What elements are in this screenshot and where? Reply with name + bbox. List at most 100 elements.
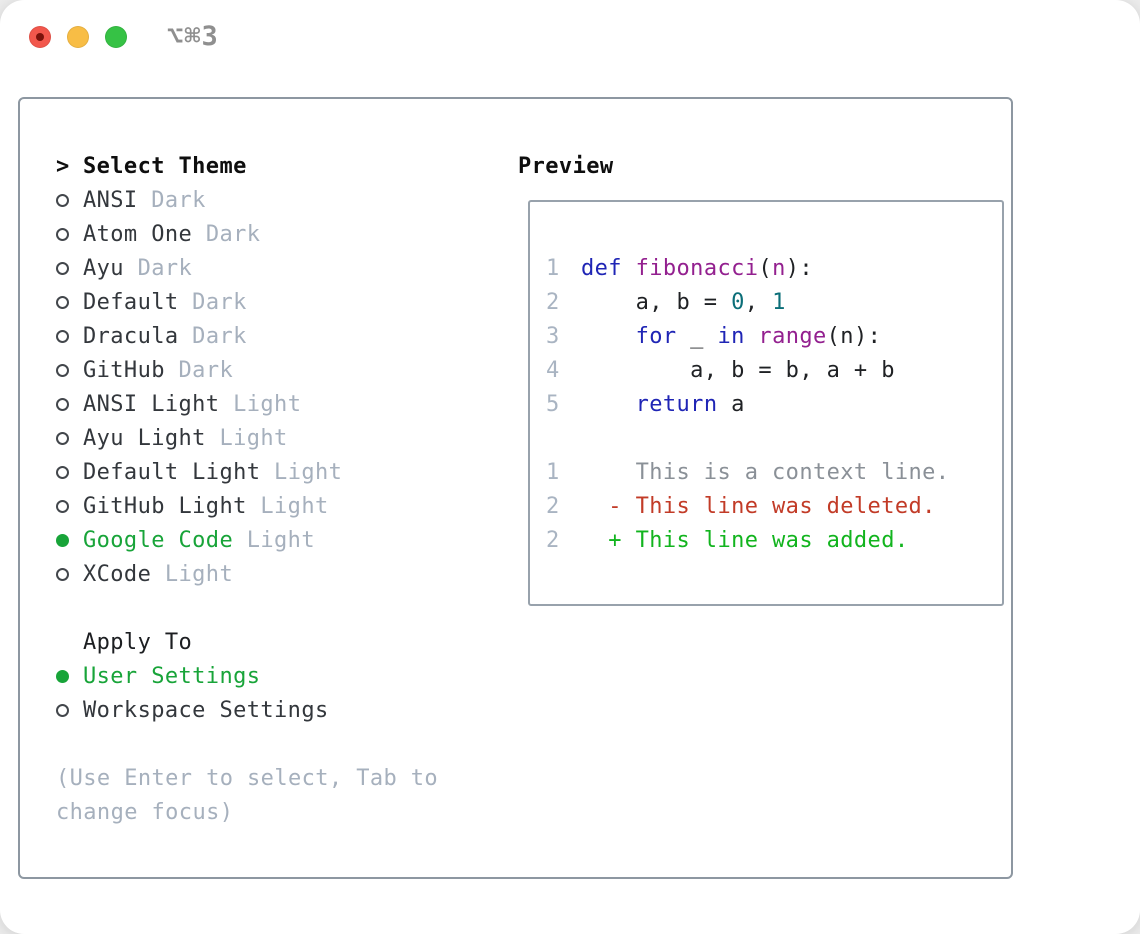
theme-variant-tag: Dark <box>178 357 234 383</box>
theme-variant-tag: Dark <box>151 187 206 213</box>
diff-line-added: 2 + This line was added. <box>546 523 1002 557</box>
radio-selected-icon <box>56 669 69 683</box>
line-number: 1 <box>546 459 560 485</box>
code-line: 3 for _ in range(n): <box>546 319 1002 353</box>
code-token: 0 <box>731 289 745 315</box>
code-line: 2 a, b = 0, 1 <box>546 285 1002 319</box>
theme-option-ansi-light[interactable]: ANSI Light Light <box>56 387 508 421</box>
code-token: return <box>635 391 718 417</box>
theme-name: GitHub Light <box>83 493 261 519</box>
radio-icon <box>56 329 69 343</box>
theme-name: Default <box>83 289 193 315</box>
code-token <box>745 324 759 349</box>
radio-icon <box>56 397 69 411</box>
close-button[interactable] <box>29 26 51 48</box>
diff-text: This is a context line. <box>581 459 950 485</box>
theme-list-heading: > Select Theme <box>56 149 508 183</box>
line-number: 2 <box>546 493 560 519</box>
radio-icon <box>56 193 69 207</box>
radio-icon <box>56 431 69 445</box>
radio-icon <box>56 363 69 377</box>
apply-option-user-settings[interactable]: User Settings <box>56 659 508 693</box>
theme-option-default[interactable]: Default Dark <box>56 285 508 319</box>
theme-name: Google Code <box>83 527 247 553</box>
theme-option-ayu-light[interactable]: Ayu Light Light <box>56 421 508 455</box>
code-token: a <box>717 391 745 417</box>
theme-option-dracula[interactable]: Dracula Dark <box>56 319 508 353</box>
minimize-button[interactable] <box>67 26 89 48</box>
theme-variant-tag: Light <box>274 459 343 485</box>
theme-list-title: Select Theme <box>83 153 247 179</box>
radio-icon <box>56 227 69 241</box>
radio-selected-icon <box>56 533 69 547</box>
theme-name: GitHub <box>83 357 179 383</box>
theme-option-xcode[interactable]: XCode Light <box>56 557 508 591</box>
radio-icon <box>56 295 69 309</box>
theme-variant-tag: Light <box>260 493 329 519</box>
radio-icon <box>56 567 69 581</box>
theme-variant-tag: Dark <box>137 255 193 281</box>
apply-option-label: Workspace Settings <box>83 697 329 723</box>
theme-name: Ayu Light <box>83 425 220 451</box>
window-title: ⌥⌘3 <box>167 21 219 52</box>
theme-option-google-code[interactable]: Google Code Light <box>56 523 508 557</box>
theme-option-atom-one[interactable]: Atom One Dark <box>56 217 508 251</box>
code-token: in <box>717 323 745 349</box>
line-number: 4 <box>546 357 560 383</box>
code-token: a, b = b, a + b <box>581 357 895 383</box>
code-token: , <box>744 289 773 315</box>
help-text: (Use Enter to select, Tab to change focus… <box>56 761 508 829</box>
line-number: 1 <box>546 255 560 281</box>
theme-name: Atom One <box>83 221 206 247</box>
theme-option-default-light[interactable]: Default Light Light <box>56 455 508 489</box>
theme-name: XCode <box>83 561 165 587</box>
theme-option-ansi[interactable]: ANSI Dark <box>56 183 508 217</box>
zoom-button[interactable] <box>105 26 127 48</box>
radio-icon <box>56 465 69 479</box>
apply-to-title: Apply To <box>83 629 193 655</box>
apply-option-workspace-settings[interactable]: Workspace Settings <box>56 693 508 727</box>
radio-icon <box>56 499 69 513</box>
theme-option-ayu[interactable]: Ayu Dark <box>56 251 508 285</box>
theme-name: Ayu <box>83 255 138 281</box>
diff-line-context: 1 This is a context line. <box>546 455 1002 489</box>
line-number: 2 <box>546 527 560 553</box>
code-token <box>622 256 636 281</box>
focus-marker-icon: > <box>56 153 70 179</box>
radio-icon <box>56 261 69 275</box>
theme-name: ANSI <box>83 187 152 213</box>
code-token: a, b = <box>581 289 732 315</box>
code-token <box>581 324 636 349</box>
diff-preview: 1 This is a context line. 2 - This line w… <box>546 455 1002 557</box>
help-text-line: (Use Enter to select, Tab to <box>56 765 439 791</box>
theme-name: Dracula <box>83 323 193 349</box>
code-token: (n): <box>826 323 882 349</box>
theme-variant-tag: Light <box>219 425 288 451</box>
apply-to-heading-row: Apply To <box>56 625 508 659</box>
spacer <box>56 727 508 761</box>
theme-variant-tag: Light <box>233 391 302 417</box>
theme-variant-tag: Dark <box>192 323 247 349</box>
diff-text: - This line was deleted. <box>581 493 936 519</box>
line-number: 5 <box>546 391 560 417</box>
code-token: fibonacci <box>635 255 759 281</box>
diff-text: + This line was added. <box>581 527 909 553</box>
theme-variant-tag: Light <box>164 561 234 587</box>
radio-icon <box>56 703 69 717</box>
code-token: for <box>635 323 677 349</box>
line-number: 3 <box>546 323 560 349</box>
code-token: ( <box>758 255 773 281</box>
theme-variant-tag: Dark <box>205 221 261 247</box>
code-token: _ <box>676 323 718 349</box>
theme-option-github[interactable]: GitHub Dark <box>56 353 508 387</box>
theme-option-github-light[interactable]: GitHub Light Light <box>56 489 508 523</box>
line-number: 2 <box>546 289 560 315</box>
help-text-line: change focus) <box>56 799 234 825</box>
theme-variant-tag: Dark <box>192 289 247 315</box>
